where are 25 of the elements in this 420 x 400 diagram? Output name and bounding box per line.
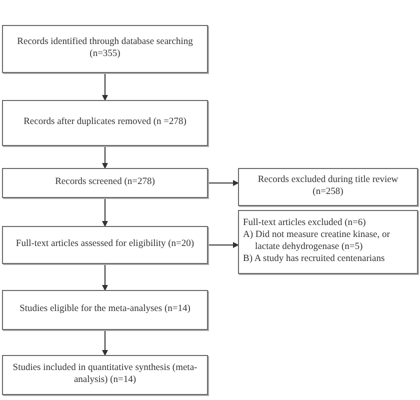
arrow [102,330,108,356]
arrow [208,180,239,186]
process-box [2,25,208,73]
process-box [2,226,208,264]
box-text: Studies included in quantitative synthesis (meta-analysis) (n=14) [12,363,198,387]
box-text: Studies eligible for the meta-analyses (n=14) [18,304,192,316]
box-text: Records after duplicates removed (n =278) [22,117,188,129]
process-box [2,168,208,198]
process-box [2,100,208,146]
box-text: Records screened (n=278) [54,177,156,189]
box-text: Records excluded during title review (n=258) [256,175,400,199]
arrow [102,72,108,101]
process-box [2,290,208,330]
arrow [208,242,239,248]
process-box [238,168,418,206]
arrow [102,198,108,227]
box-text: Full-text articles assessed for eligibility (n=20) [14,239,196,251]
box-text: Full-text articles excluded (n=6) [243,218,367,230]
arrow [102,264,108,291]
process-box [2,355,208,395]
arrow [102,146,108,169]
box-text: B) A study has recruited centenarians [243,254,386,266]
box-text: A) Did not measure creatine kinase, or lactate dehydrogenase (n=5) [243,230,391,254]
process-box [238,210,418,274]
box-text: Records identified through database searching (n=355) [16,37,194,61]
